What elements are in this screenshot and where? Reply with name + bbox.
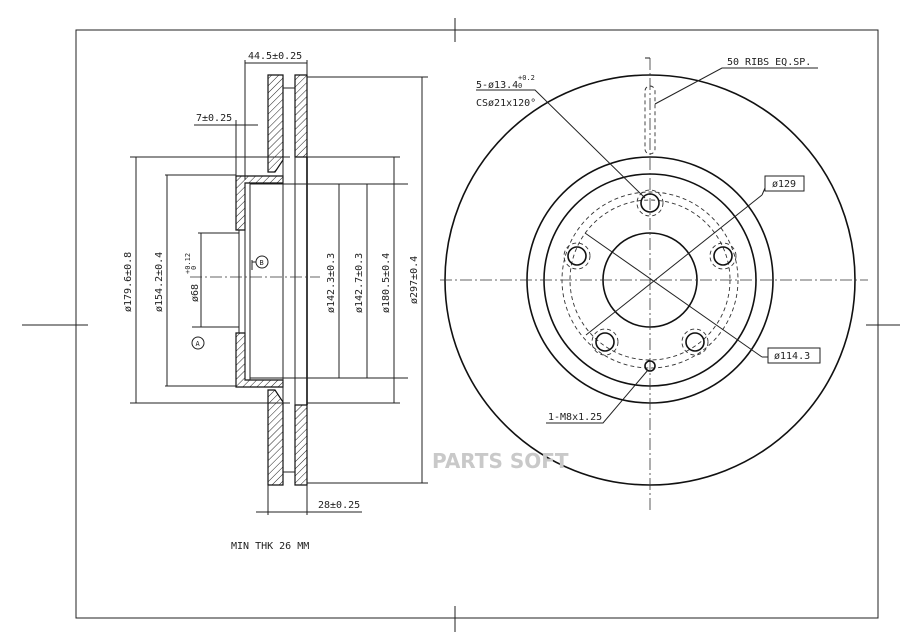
dim-dia-68: ø68 bbox=[190, 284, 201, 302]
dim-dia-68-tol-upper: +0.12 bbox=[184, 253, 192, 274]
dim-dia-297: ø297±0.4 bbox=[409, 256, 420, 304]
threaded-hole bbox=[644, 360, 656, 372]
side-section-view bbox=[190, 74, 408, 486]
datum-b-marker bbox=[255, 255, 269, 269]
min-thickness-note: MIN THK 26 MM bbox=[231, 541, 309, 552]
front-view bbox=[440, 57, 868, 510]
dim-dia-142-3: ø142.3±0.3 bbox=[326, 253, 337, 313]
holes-spec: 5-ø13.4 bbox=[476, 80, 518, 91]
dim-dia-154: ø154.2±0.4 bbox=[154, 252, 165, 312]
dim-dia-129: ø129 bbox=[772, 179, 796, 190]
dim-dia-179: ø179.6±0.8 bbox=[123, 252, 134, 312]
watermark: PARTS SOFT bbox=[432, 449, 569, 473]
dim-overall-width: 44.5±0.25 bbox=[248, 51, 302, 62]
dim-dia-68-tol-lower: 0 bbox=[190, 266, 198, 270]
dim-dia-142-7: ø142.7±0.3 bbox=[354, 253, 365, 313]
datum-a: A bbox=[196, 340, 201, 348]
dia-114-box bbox=[767, 347, 821, 364]
dim-thickness: 28±0.25 bbox=[318, 500, 360, 511]
datum-a-marker bbox=[191, 336, 205, 350]
side-dimensions: 44.5±0.25 7±0.25 ø179.6±0.8 ø154.2±0.4 ø… bbox=[123, 51, 428, 552]
holes-tol-lower: 0 bbox=[518, 82, 522, 90]
dia-129-box bbox=[764, 175, 805, 192]
countersink-spec: CSø21x120° bbox=[476, 98, 536, 109]
holes-tol-upper: +0.2 bbox=[518, 74, 535, 82]
datum-b: B bbox=[260, 259, 264, 267]
dim-dia-180: ø180.5±0.4 bbox=[381, 253, 392, 313]
dim-hat-offset: 7±0.25 bbox=[196, 113, 232, 124]
thread-spec: 1-M8x1.25 bbox=[548, 412, 602, 423]
drawing-frame bbox=[22, 18, 900, 632]
front-dimensions: 5-ø13.4 +0.2 0 CSø21x120° 50 RIBS EQ.SP.… bbox=[476, 57, 821, 424]
ribs-note: 50 RIBS EQ.SP. bbox=[727, 57, 811, 68]
dim-dia-114: ø114.3 bbox=[774, 351, 810, 362]
bolt-holes bbox=[563, 189, 737, 356]
